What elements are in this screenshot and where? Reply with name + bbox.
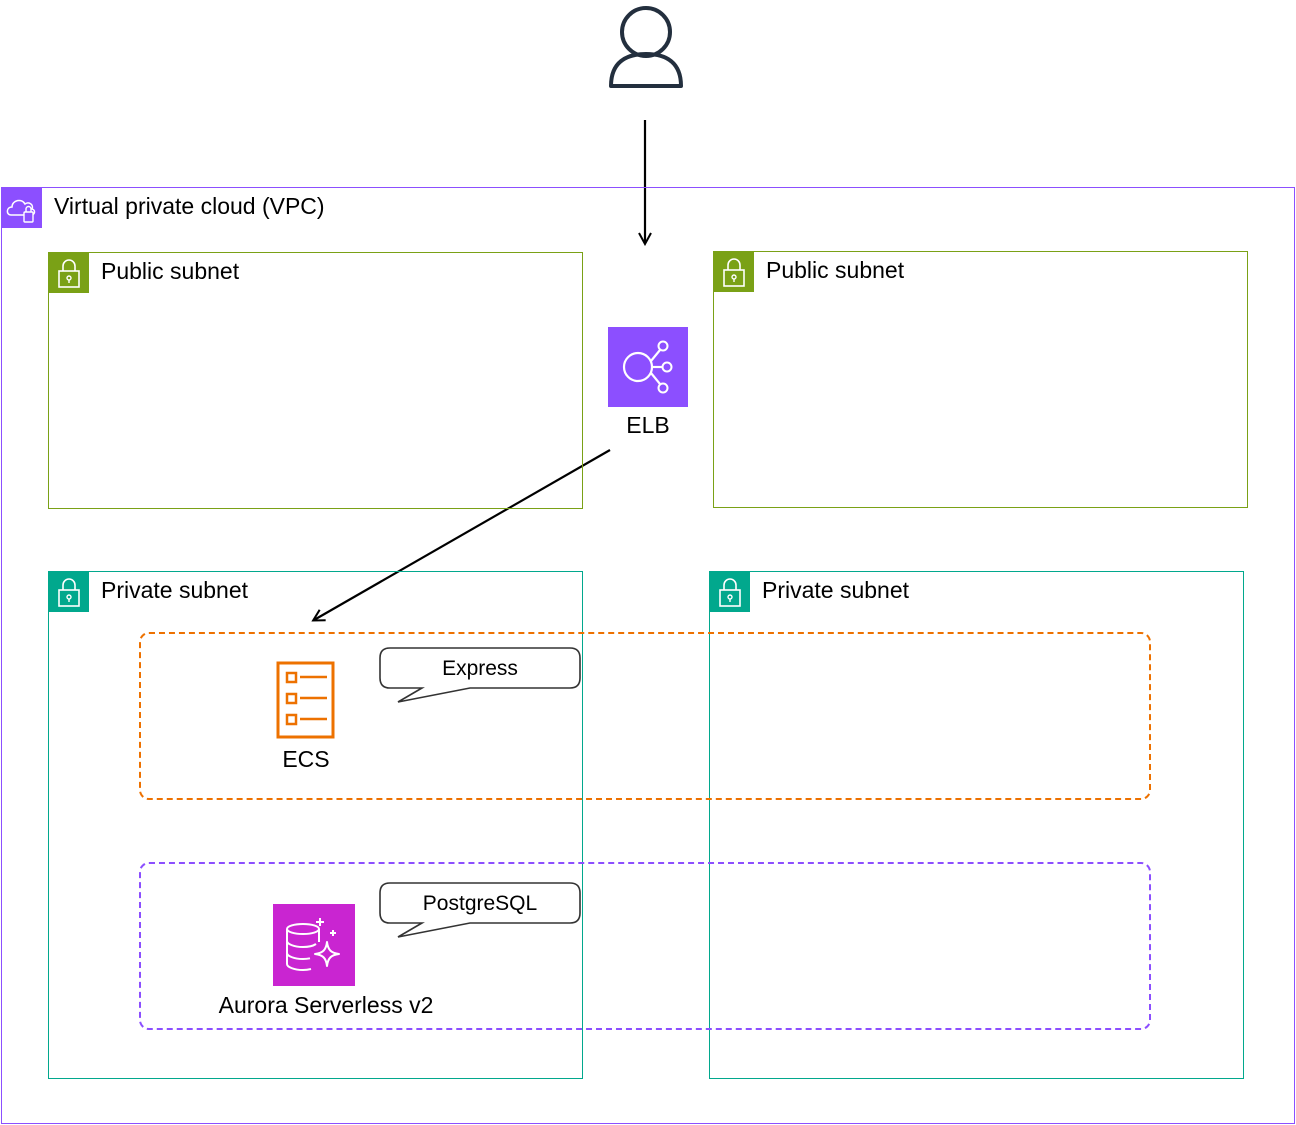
vpc-cloud-icon (2, 188, 42, 228)
ecs-service-icon (276, 661, 335, 739)
public-subnet-lock-icon (714, 252, 754, 292)
ecs-label: ECS (282, 746, 330, 772)
elastic-load-balancing-icon (608, 327, 688, 407)
private-subnet-lock-icon (710, 572, 750, 612)
elb-label: ELB (626, 412, 670, 438)
database-group (139, 862, 1151, 1030)
private-subnet-right: Private subnet (709, 571, 1244, 1079)
vpc-label: Virtual private cloud (VPC) (54, 193, 325, 219)
private-subnet-left-label: Private subnet (101, 577, 249, 603)
public-subnet-left-label: Public subnet (101, 258, 240, 284)
elb-to-ecs-arrow (314, 449, 611, 620)
express-callout-bubble (379, 647, 581, 703)
express-callout-text: Express (442, 657, 518, 680)
user-icon (609, 6, 683, 88)
public-subnet-left: Public subnet (48, 252, 583, 509)
aurora-database-icon (273, 904, 355, 986)
public-subnet-right-label: Public subnet (766, 257, 905, 283)
postgresql-callout-text: PostgreSQL (422, 892, 538, 915)
public-subnet-right: Public subnet (713, 251, 1248, 508)
private-subnet-right-label: Private subnet (762, 577, 910, 603)
postgresql-callout-bubble (379, 882, 581, 938)
private-subnet-left: Private subnet (48, 571, 583, 1079)
ecs-service-group (139, 632, 1151, 800)
aurora-label: Aurora Serverless v2 (218, 992, 434, 1018)
public-subnet-lock-icon (49, 253, 89, 293)
private-subnet-lock-icon (49, 572, 89, 612)
vpc-group: Virtual private cloud (VPC) (1, 187, 1295, 1124)
